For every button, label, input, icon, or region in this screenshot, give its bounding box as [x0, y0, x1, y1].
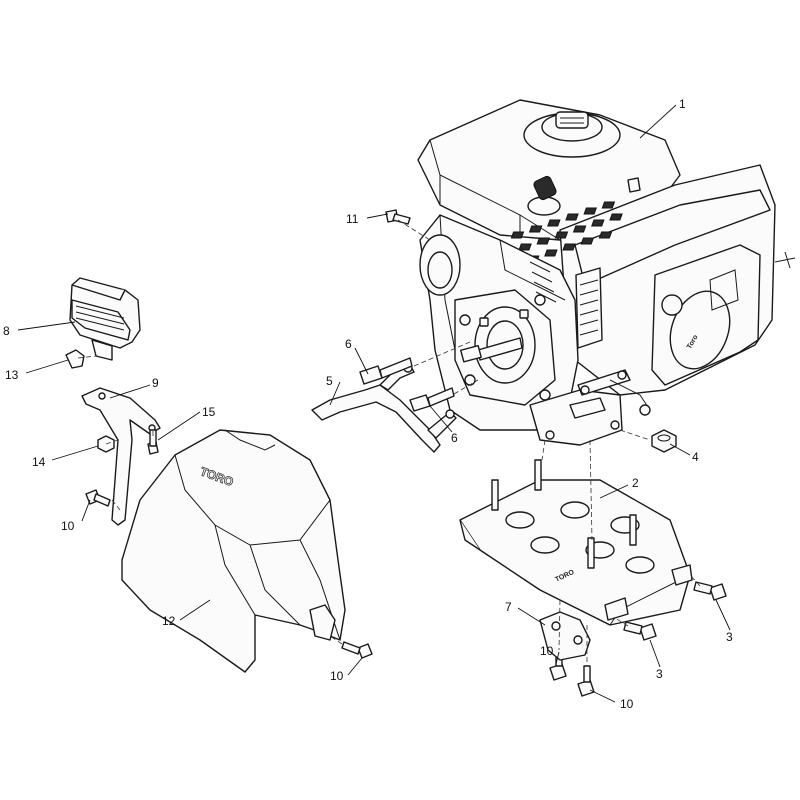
cap-13: [65, 349, 85, 369]
callout-9: 9: [152, 376, 159, 390]
callout-6a: 6: [345, 337, 352, 351]
callout-10a: 10: [61, 519, 75, 533]
engine-cover-12: TORO: [121, 429, 346, 673]
callout-15: 15: [202, 405, 216, 419]
callout-2: 2: [632, 476, 639, 490]
bracket-7: [539, 611, 591, 661]
bolt-10a: [85, 489, 111, 507]
callout-10b: 10: [330, 669, 344, 683]
vent-grid: [510, 201, 623, 263]
callout-10d: 10: [620, 697, 634, 711]
bolt-3b: [623, 621, 657, 641]
callout-3a: 3: [726, 630, 733, 644]
callouts: 1 2 3 3 4 5 6 6 7 8 9 10 10 10 10 11 12 …: [3, 97, 733, 711]
callout-12: 12: [162, 614, 176, 628]
engine-bracket: [311, 363, 457, 453]
callout-7: 7: [505, 600, 512, 614]
callout-10c: 10: [540, 644, 554, 658]
callout-4: 4: [692, 450, 699, 464]
bolt-6b: [409, 387, 455, 412]
engine-assembly: Toro: [417, 99, 796, 446]
alignment-lines: [77, 219, 701, 666]
callout-13: 13: [5, 368, 19, 382]
bolt-11: [385, 209, 411, 225]
headlight: [69, 277, 141, 361]
bolt-6a: [359, 357, 413, 385]
callout-14: 14: [32, 455, 46, 469]
bolt-15: [147, 429, 159, 455]
callout-3b: 3: [656, 667, 663, 681]
callout-1: 1: [679, 97, 686, 111]
engine-mount-plate: TORO: [459, 459, 693, 626]
bolt-10d: [577, 665, 595, 697]
callout-8: 8: [3, 324, 10, 338]
bolt-3a: [693, 581, 727, 601]
callout-6b: 6: [451, 431, 458, 445]
leader-lines: [17, 104, 731, 703]
callout-5: 5: [326, 374, 333, 388]
callout-11: 11: [346, 212, 359, 226]
nut-4: [651, 429, 677, 453]
bolt-10b: [341, 641, 373, 659]
